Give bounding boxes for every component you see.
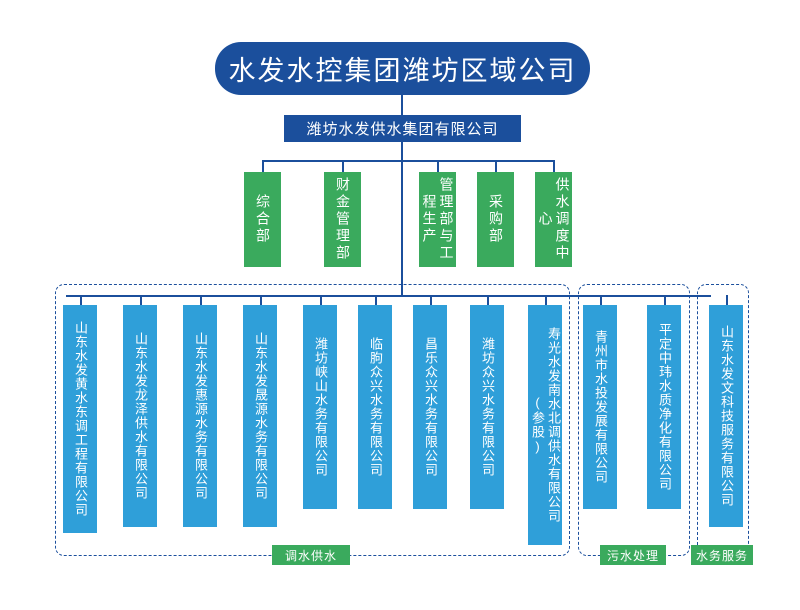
subsidiary-label-5: 潍坊峡山水务有限公司	[313, 337, 328, 477]
group-label-service: 水务服务	[691, 545, 753, 565]
subsidiary-node-5[interactable]: 潍坊峡山水务有限公司	[303, 305, 337, 509]
subsidiary-node-6[interactable]: 临朐众兴水务有限公司	[358, 305, 392, 509]
connector-dept-4	[495, 160, 497, 172]
connector-sub-5	[320, 295, 322, 305]
subsidiary-node-11[interactable]: 平定中玮水质净化有限公司	[647, 305, 681, 509]
department-label-4: 采购部	[488, 194, 504, 245]
department-label-3: 管理部与工程生产	[421, 177, 455, 262]
subsidiary-node-10[interactable]: 青州市水投发展有限公司	[583, 305, 617, 509]
subsidiary-label-10: 青州市水投发展有限公司	[593, 330, 608, 484]
subsidiary-node-8[interactable]: 潍坊众兴水务有限公司	[470, 305, 504, 509]
connector-sub-2	[140, 295, 142, 305]
group-label-service-text: 水务服务	[695, 548, 748, 563]
subsidiary-label-9: 寿光水发南水北调供水有限公司(参股)	[530, 327, 561, 523]
connector-dept-3	[437, 160, 439, 172]
group-label-sewage-text: 污水处理	[606, 548, 659, 563]
subsidiary-label-3: 山东水发惠源水务有限公司	[193, 332, 208, 500]
connector-subsidiary-bus	[66, 295, 711, 297]
root-node-label: 水发水控集团潍坊区域公司	[228, 56, 577, 86]
subsidiary-label-1: 山东水发黄水东调工程有限公司	[73, 321, 88, 517]
subsidiary-label-4: 山东水发晟源水务有限公司	[253, 332, 268, 500]
level2-node-label: 潍坊水发供水集团有限公司	[306, 121, 499, 138]
connector-sub-8	[487, 295, 489, 305]
connector-sub-12	[726, 295, 728, 305]
connector-sub-7	[430, 295, 432, 305]
department-label-2: 财金管理部	[335, 177, 351, 262]
group-label-diversion-text: 调水供水	[284, 548, 337, 563]
subsidiary-label-11: 平定中玮水质净化有限公司	[657, 323, 672, 491]
level2-node[interactable]: 潍坊水发供水集团有限公司	[284, 115, 521, 142]
root-node[interactable]: 水发水控集团潍坊区域公司	[215, 42, 590, 95]
connector-root-to-level2	[401, 95, 403, 115]
connector-dept-1	[262, 160, 264, 172]
subsidiary-node-7[interactable]: 昌乐众兴水务有限公司	[413, 305, 447, 509]
subsidiary-node-12[interactable]: 山东水发文科技服务有限公司	[709, 305, 743, 527]
subsidiary-node-4[interactable]: 山东水发晟源水务有限公司	[243, 305, 277, 527]
subsidiary-node-3[interactable]: 山东水发惠源水务有限公司	[183, 305, 217, 527]
connector-sub-4	[260, 295, 262, 305]
group-label-sewage: 污水处理	[600, 545, 666, 565]
department-node-2[interactable]: 财金管理部	[324, 172, 361, 267]
connector-sub-1	[80, 295, 82, 305]
department-node-1[interactable]: 综合部	[244, 172, 281, 267]
department-node-5[interactable]: 供水调度中心	[535, 172, 572, 267]
connector-sub-10	[600, 295, 602, 305]
department-node-3[interactable]: 管理部与工程生产	[419, 172, 456, 267]
subsidiary-label-2: 山东水发龙泽供水有限公司	[133, 332, 148, 500]
subsidiary-label-6: 临朐众兴水务有限公司	[368, 337, 383, 477]
department-label-1: 综合部	[255, 194, 271, 245]
subsidiary-label-8: 潍坊众兴水务有限公司	[480, 337, 495, 477]
connector-main-trunk	[401, 160, 403, 297]
subsidiary-node-1[interactable]: 山东水发黄水东调工程有限公司	[63, 305, 97, 533]
connector-sub-6	[375, 295, 377, 305]
connector-sub-3	[200, 295, 202, 305]
group-label-diversion: 调水供水	[272, 545, 350, 565]
department-node-4[interactable]: 采购部	[477, 172, 514, 267]
connector-sub-11	[664, 295, 666, 305]
subsidiary-node-2[interactable]: 山东水发龙泽供水有限公司	[123, 305, 157, 527]
department-label-5: 供水调度中心	[537, 177, 571, 262]
connector-department-bus	[262, 160, 554, 162]
subsidiary-label-7: 昌乐众兴水务有限公司	[423, 337, 438, 477]
connector-level2-stem	[401, 142, 403, 160]
subsidiary-label-12: 山东水发文科技服务有限公司	[719, 325, 734, 507]
subsidiary-node-9[interactable]: 寿光水发南水北调供水有限公司(参股)	[528, 305, 562, 545]
connector-dept-5	[553, 160, 555, 172]
connector-dept-2	[342, 160, 344, 172]
connector-sub-9	[545, 295, 547, 305]
